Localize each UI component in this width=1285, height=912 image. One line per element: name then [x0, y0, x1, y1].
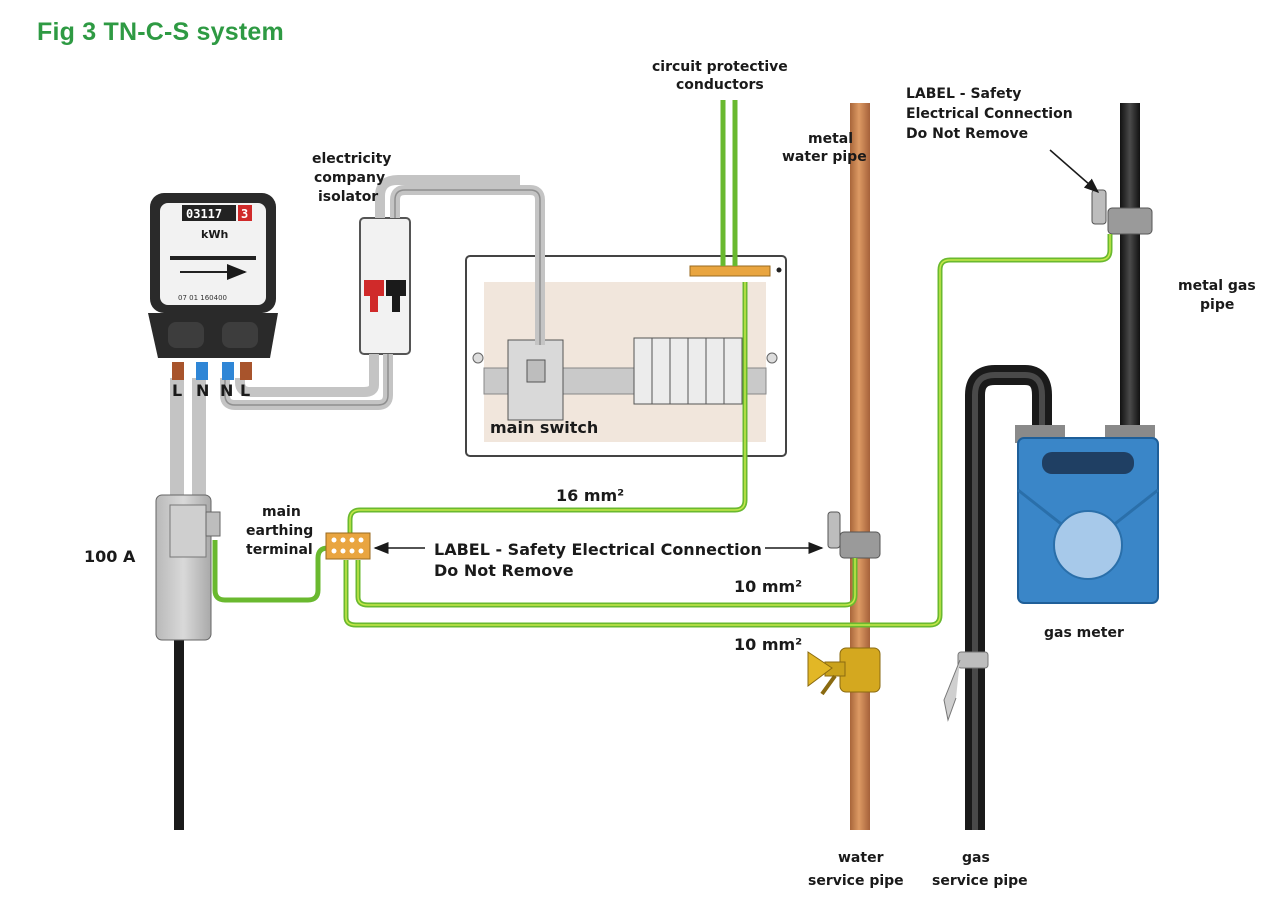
water-service-label-line2: service pipe: [808, 873, 904, 889]
mcb-row: [633, 337, 743, 405]
earth-clamp-water-icon: [827, 511, 881, 559]
meter-serial: 07 01 160400: [178, 294, 227, 302]
fuse-rating-label: 100 A: [84, 547, 136, 566]
met-label-line3: terminal: [246, 542, 313, 558]
gas-valve-icon: [943, 651, 989, 722]
earth-clamp-gas-icon: [1091, 189, 1153, 235]
water-pipe-label-line1: metal: [808, 131, 853, 147]
isolator-label-line3: isolator: [318, 189, 378, 205]
label-arrow-top: [1049, 149, 1100, 193]
metal-gas-pipe: [1120, 103, 1140, 433]
meter-unit: kWh: [201, 228, 228, 241]
terminal-n-1: N: [196, 381, 209, 400]
supply-cable: [170, 378, 206, 830]
isolator-label-line2: company: [314, 170, 385, 186]
isolator-label-line1: electricity: [312, 151, 391, 167]
terminal-l-2: L: [240, 381, 250, 400]
earth-bar: [689, 265, 771, 277]
electricity-company-isolator: [359, 217, 411, 355]
water-pipe-label-line2: water pipe: [782, 149, 867, 165]
main-earthing-terminal: [325, 532, 371, 560]
consumer-unit: [465, 255, 787, 457]
cpc-label-line2: conductors: [676, 77, 764, 93]
gas-pipe-label-line2: pipe: [1200, 297, 1234, 313]
gas-service-label-line1: gas: [962, 850, 990, 866]
gas-service-label-line2: service pipe: [932, 873, 1028, 889]
figure-title: Fig 3 TN-C-S system: [37, 18, 284, 46]
gas-meter: [1015, 425, 1159, 604]
conductor-10b-label: 10 mm²: [734, 635, 802, 654]
conductor-10a-label: 10 mm²: [734, 577, 802, 596]
conductor-16-label: 16 mm²: [556, 486, 624, 505]
safety-label-top-line3: Do Not Remove: [906, 126, 1028, 142]
water-service-label-line1: water: [838, 850, 884, 866]
meter-reading: 03117: [186, 207, 222, 221]
safety-label-top-line1: LABEL - Safety: [906, 86, 1021, 102]
water-stop-tap-icon: [807, 647, 881, 696]
service-cutout: [155, 494, 221, 641]
met-label-line1: main: [262, 504, 301, 520]
metal-water-pipe: [850, 103, 870, 830]
safety-label-mid-line2: Do Not Remove: [434, 561, 574, 580]
cpc-label-line1: circuit protective: [652, 59, 788, 75]
electricity-meter: [148, 193, 278, 380]
safety-label-mid-line1: LABEL - Safety Electrical Connection: [434, 540, 762, 559]
safety-label-top-line2: Electrical Connection: [906, 106, 1073, 122]
gas-pipe-label-line1: metal gas: [1178, 278, 1256, 294]
gas-meter-label: gas meter: [1044, 625, 1124, 641]
met-label-line2: earthing: [246, 523, 313, 539]
meter-reading-last: 3: [241, 207, 248, 221]
terminal-l-1: L: [172, 381, 182, 400]
terminal-n-2: N: [220, 381, 233, 400]
main-switch-label: main switch: [490, 418, 598, 437]
